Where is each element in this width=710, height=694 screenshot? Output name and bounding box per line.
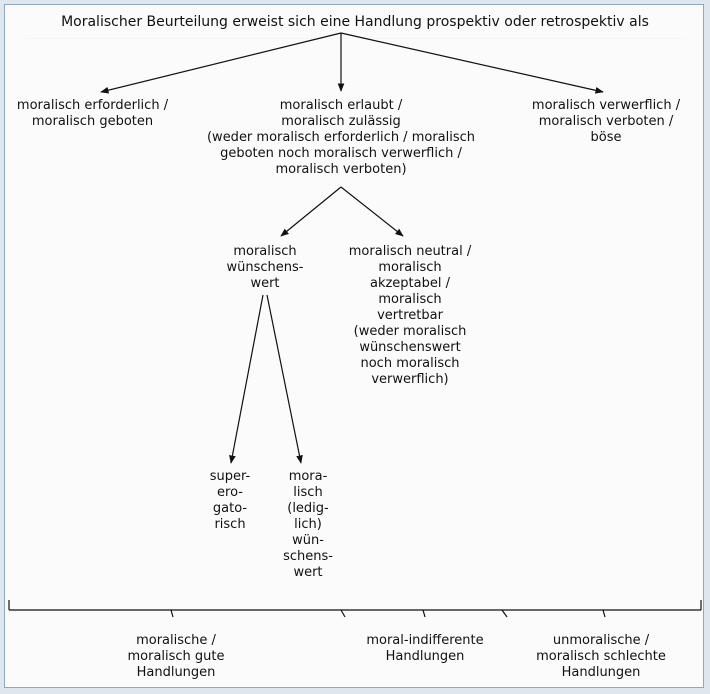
node-supererogatory: super-ero- gato-risch: [209, 469, 251, 532]
node-obligatory: moralisch erforderlich /moralisch gebote…: [16, 98, 169, 129]
brace-tip-right: [602, 609, 606, 618]
node-permissible: moralisch erlaubt /moralisch zulässig (w…: [206, 98, 476, 177]
arrow-allowed-desirable: [280, 186, 342, 237]
brace-tick-mid2: [501, 609, 508, 618]
arrow-allowed-neutral: [340, 186, 404, 237]
arrow-title-right: [340, 32, 604, 94]
diagram-title: Moralischer Beurteilung erweist sich ein…: [61, 14, 649, 30]
node-merely-desirable: mora-lisch (ledig-lich) wün-schens- wert: [283, 469, 333, 580]
node-forbidden: moralisch verwerflich /moralisch verbote…: [531, 98, 681, 145]
brace-tip-mid: [422, 609, 426, 618]
diagram-frame: Moralischer Beurteilung erweist sich ein…: [4, 4, 704, 688]
node-neutral: moralisch neutral /moralisch akzeptabel …: [348, 244, 472, 387]
brace-tip-left: [170, 609, 174, 618]
arrow-title-left: [100, 32, 342, 94]
diagram-lines: [8, 32, 702, 618]
arrow-desirable-supererogatory: [229, 294, 264, 464]
brace-tick-mid1: [340, 609, 346, 618]
arrow-desirable-merely: [266, 294, 303, 464]
